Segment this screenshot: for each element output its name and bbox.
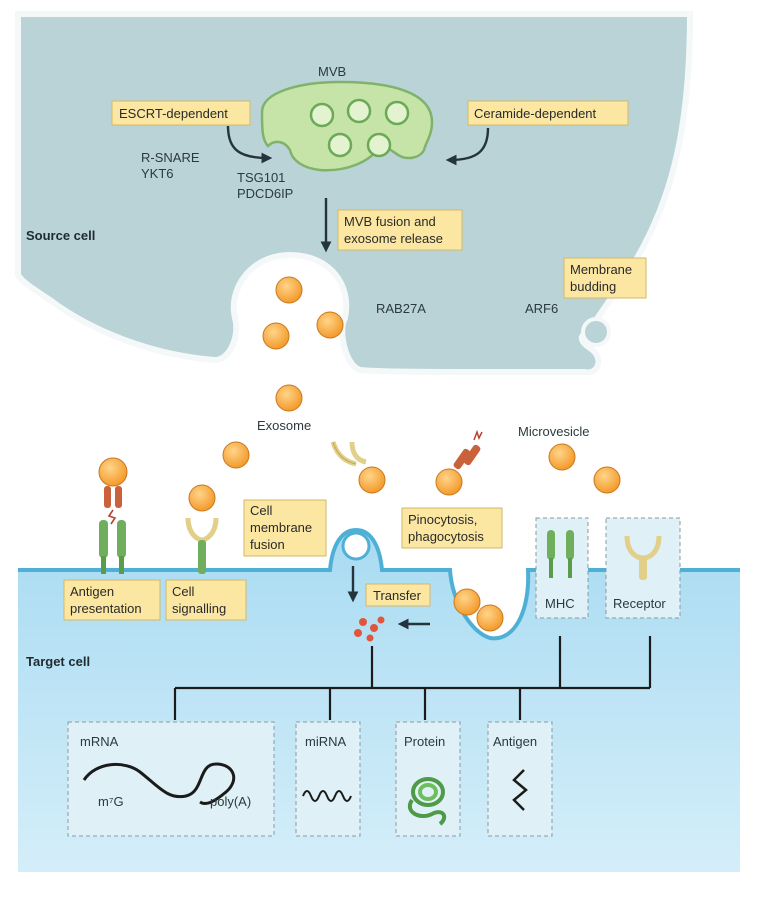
phagocytosis-pocket [462,578,520,631]
free-vesicles [222,441,621,496]
microvesicle-label: Microvesicle [518,424,590,439]
membrane-budding-box [563,257,647,299]
exosome-label: Exosome [257,418,311,433]
cell-signalling-box [165,579,247,621]
receptor-icon [624,535,662,580]
pinocytosis-line1: Pinocytosis, [408,512,477,527]
mirna-label: miRNA [305,734,346,749]
transfer-label: Transfer [373,588,422,603]
fusion-vesicle [341,531,371,561]
mvb-fusion-box [337,209,463,251]
antigen-zigzag-icon [512,769,528,811]
cell-membrane-fusion-line1: Cell [250,503,273,518]
membrane-budding-line2: budding [570,279,616,294]
protein-label: Protein [404,734,445,749]
mrna-box [67,721,275,837]
cell-membrane-fusion-line2: membrane [250,520,312,535]
pdcd6ip-label: PDCD6IP [237,186,293,201]
protein-fold-icon [408,777,447,826]
cell-signalling-line2: signalling [172,601,226,616]
escrt-box [111,100,251,126]
vesicle-with-receptor [330,441,367,467]
antigen-presentation-box [63,579,161,621]
cell-signalling-complex [185,484,219,574]
phagocytosed-vesicle-1 [453,588,481,616]
pinocytosis-box [401,507,503,549]
mvb-fusion-line2: exosome release [344,231,443,246]
released-cargo [354,616,385,642]
mvb-label: MVB [318,64,346,79]
budding-microvesicle [581,317,611,347]
polya-label: poly(A) [210,794,251,809]
transfer-box [365,583,431,607]
rab27a-label: RAB27A [376,301,426,316]
cell-signalling-line1: Cell [172,584,195,599]
phagocytosed-vesicle-2 [476,604,504,632]
mhc-icon [547,530,574,578]
pinocytosis-line2: phagocytosis [408,529,484,544]
ykt6-label: YKT6 [141,166,174,181]
antigen-label: Antigen [493,734,537,749]
antigen-presentation-line2: presentation [70,601,142,616]
cell-membrane-fusion-box [243,499,327,557]
target-membrane [18,527,740,641]
mrna-label: mRNA [80,734,119,749]
arf6-label: ARF6 [525,301,558,316]
ceramide-label: Ceramide-dependent [474,106,597,121]
mirna-box [295,721,361,837]
released-exosomes [262,276,344,412]
rsnare-label: R-SNARE [141,150,200,165]
target-cell-label: Target cell [26,654,90,669]
receptor-label: Receptor [613,596,666,611]
membrane-budding-line1: Membrane [570,262,632,277]
antigen-presentation-line1: Antigen [70,584,114,599]
mhc-label: MHC [545,596,575,611]
escrt-label: ESCRT-dependent [119,106,228,121]
mvb-fusion-line1: MVB fusion and [344,214,436,229]
antigen-presentation-complex [98,457,128,574]
escrt-arrow [226,125,273,164]
mhc-box [535,517,589,619]
source-cell-body [15,11,694,376]
cell-membrane-fusion-line3: fusion [250,537,285,552]
intraluminal-vesicles [309,98,410,158]
ceramide-box [467,100,629,126]
mirna-strand-icon [302,790,352,802]
vesicle-with-mhc [453,429,483,470]
ceramide-arrow [445,127,490,166]
antigen-box [487,721,553,837]
mrna-strand-icon [82,762,236,806]
tsg101-label: TSG101 [237,170,285,185]
connector-tree [173,636,652,720]
m7g-label: m⁷G [98,794,124,809]
source-cell-label: Source cell [26,228,95,243]
